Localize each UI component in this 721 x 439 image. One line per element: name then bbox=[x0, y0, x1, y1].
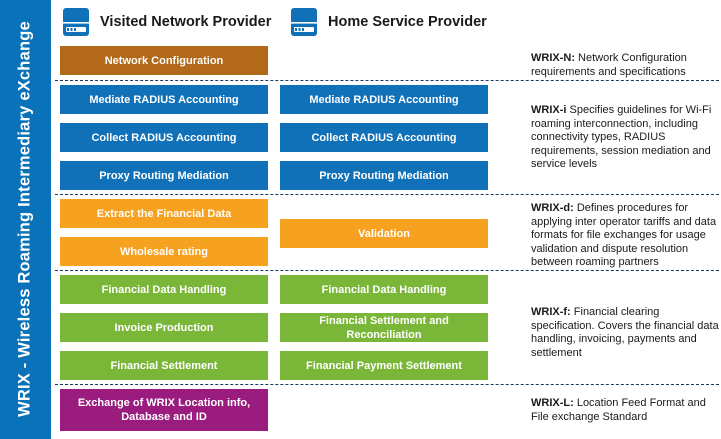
desc-text: Network Configuration requirements and s… bbox=[531, 52, 687, 78]
desc-key: WRIX-i bbox=[531, 104, 567, 116]
home-provider-label: Home Service Provider bbox=[328, 14, 487, 30]
box-mediate-radius-left: Mediate RADIUS Accounting bbox=[60, 85, 268, 114]
visited-provider-label: Visited Network Provider bbox=[100, 14, 272, 30]
sidebar-banner: WRIX - Wireless Roaming Intermediary eXc… bbox=[0, 0, 51, 439]
server-icon bbox=[291, 8, 317, 36]
box-financial-data-handling-right: Financial Data Handling bbox=[280, 275, 488, 304]
box-invoice-production: Invoice Production bbox=[60, 313, 268, 342]
box-financial-payment-settlement: Financial Payment Settlement bbox=[280, 351, 488, 380]
server-icon bbox=[63, 8, 89, 36]
section-divider bbox=[55, 384, 719, 385]
column-header-home: Home Service Provider bbox=[290, 6, 487, 38]
section-divider bbox=[55, 270, 719, 271]
box-extract-financial-data: Extract the Financial Data bbox=[60, 199, 268, 228]
box-collect-radius-left: Collect RADIUS Accounting bbox=[60, 123, 268, 152]
desc-wrix-f: WRIX-f: Financial clearing specification… bbox=[531, 306, 721, 360]
desc-key: WRIX-N: bbox=[531, 52, 575, 64]
desc-key: WRIX-L: bbox=[531, 397, 574, 409]
desc-wrix-i: WRIX-i Specifies guidelines for Wi-Fi ro… bbox=[531, 104, 721, 172]
box-financial-settlement-reconciliation: Financial Settlement and Reconciliation bbox=[280, 313, 488, 342]
desc-text: Financial clearing specification. Covers… bbox=[531, 306, 719, 359]
desc-key: WRIX-d: bbox=[531, 202, 574, 214]
box-mediate-radius-right: Mediate RADIUS Accounting bbox=[280, 85, 488, 114]
box-financial-settlement: Financial Settlement bbox=[60, 351, 268, 380]
desc-key: WRIX-f: bbox=[531, 306, 571, 318]
box-exchange-location-info: Exchange of WRIX Location info, Database… bbox=[60, 389, 268, 431]
desc-text: Location Feed Format and File exchange S… bbox=[531, 397, 706, 423]
desc-text: Specifies guidelines for Wi-Fi roaming i… bbox=[531, 104, 712, 171]
desc-text: Defines procedures for applying inter op… bbox=[531, 202, 717, 269]
sidebar-title: WRIX - Wireless Roaming Intermediary eXc… bbox=[15, 21, 34, 417]
box-network-configuration: Network Configuration bbox=[60, 46, 268, 75]
box-financial-data-handling-left: Financial Data Handling bbox=[60, 275, 268, 304]
column-header-visited: Visited Network Provider bbox=[62, 6, 271, 38]
box-proxy-routing-left: Proxy Routing Mediation bbox=[60, 161, 268, 190]
section-divider bbox=[55, 194, 719, 195]
section-divider bbox=[55, 80, 719, 81]
desc-wrix-n: WRIX-N: Network Configuration requiremen… bbox=[531, 52, 721, 79]
box-validation: Validation bbox=[280, 219, 488, 248]
box-collect-radius-right: Collect RADIUS Accounting bbox=[280, 123, 488, 152]
desc-wrix-l: WRIX-L: Location Feed Format and File ex… bbox=[531, 397, 721, 424]
box-wholesale-rating: Wholesale rating bbox=[60, 237, 268, 266]
box-proxy-routing-right: Proxy Routing Mediation bbox=[280, 161, 488, 190]
desc-wrix-d: WRIX-d: Defines procedures for applying … bbox=[531, 202, 721, 270]
